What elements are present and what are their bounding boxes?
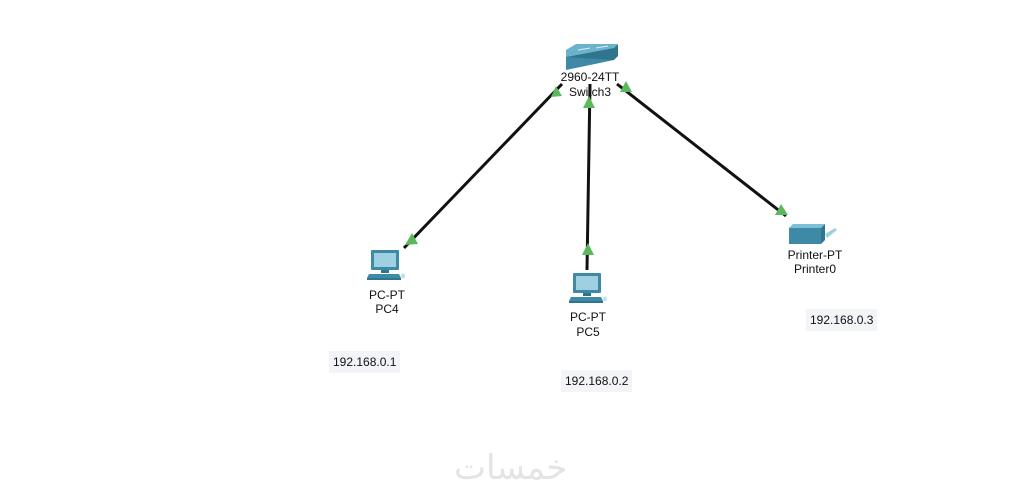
link-up-indicator-icon — [582, 243, 594, 255]
note-ip-printer0[interactable]: 192.168.0.3 — [806, 309, 878, 331]
note-ip-pc4[interactable]: 192.168.0.1 — [329, 351, 401, 373]
device-name-label: Printer0 — [793, 262, 837, 276]
switch-icon[interactable] — [566, 44, 618, 70]
link-up-indicator-icon — [551, 86, 562, 97]
device-model-label: PC-PT — [570, 310, 606, 324]
link-up-indicator-icon — [583, 96, 595, 108]
note-ip-pc5[interactable]: 192.168.0.2 — [561, 370, 633, 392]
device-model-label: PC-PT — [369, 288, 405, 302]
device-model-label: Printer-PT — [787, 248, 843, 262]
watermark: خمسات — [454, 448, 568, 488]
device-name-label: PC5 — [576, 325, 600, 339]
device-name-label: PC4 — [375, 302, 399, 316]
link-up-indicator-icon — [620, 81, 632, 92]
device-name-label: Switch3 — [568, 85, 612, 99]
link-switch3-pc4[interactable] — [402, 82, 564, 250]
link-up-indicator-icon — [405, 233, 418, 245]
printer-icon[interactable] — [789, 224, 837, 244]
device-model-label: 2960-24TT — [560, 70, 620, 84]
pc-icon[interactable] — [367, 250, 405, 280]
link-switch3-pc5[interactable] — [585, 83, 592, 271]
link-up-indicator-icon — [775, 204, 788, 215]
link-switch3-printer0[interactable] — [616, 82, 787, 218]
pc-icon[interactable] — [569, 273, 607, 303]
